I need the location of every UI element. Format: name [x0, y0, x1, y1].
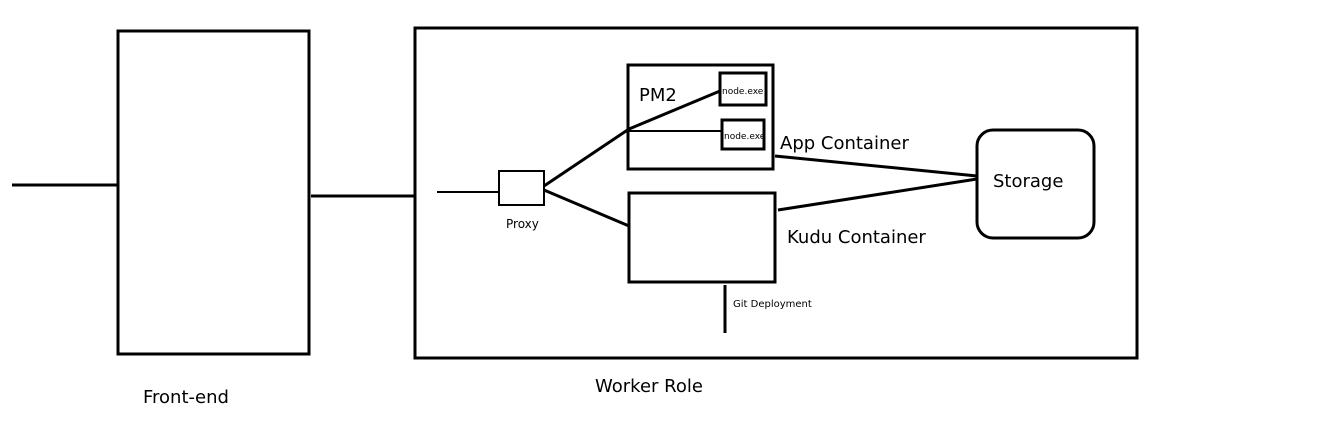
- front-end-box: [116, 29, 311, 356]
- worker-role-box: [413, 26, 1139, 360]
- proxy-label: Proxy: [506, 217, 539, 231]
- proxy-box: [498, 170, 545, 206]
- app-container-label: App Container: [780, 133, 909, 154]
- storage-label: Storage: [993, 171, 1063, 192]
- front-end-label: Front-end: [143, 387, 229, 408]
- app-to-storage-connector: [774, 154, 978, 178]
- worker-role-label: Worker Role: [595, 376, 703, 397]
- kudu-container-box: [627, 191, 777, 284]
- kudu-to-storage-connector: [777, 177, 978, 212]
- app-container-box: [626, 63, 775, 171]
- pm2-label: PM2: [639, 85, 677, 106]
- proxy-to-kudu-connector: [543, 188, 630, 228]
- node-exe-label-2: node.exe: [724, 132, 766, 142]
- node-exe-box-1: [718, 71, 768, 107]
- kudu-container-label: Kudu Container: [787, 227, 926, 248]
- git-deployment-label: Git Deployment: [733, 299, 812, 310]
- storage-box: [975, 128, 1096, 240]
- node-exe-label-1: node.exe: [722, 87, 764, 97]
- proxy-to-pm2-connector: [543, 127, 630, 188]
- pm2-to-node-1-connector: [628, 89, 721, 131]
- node-exe-box-2: [720, 118, 766, 151]
